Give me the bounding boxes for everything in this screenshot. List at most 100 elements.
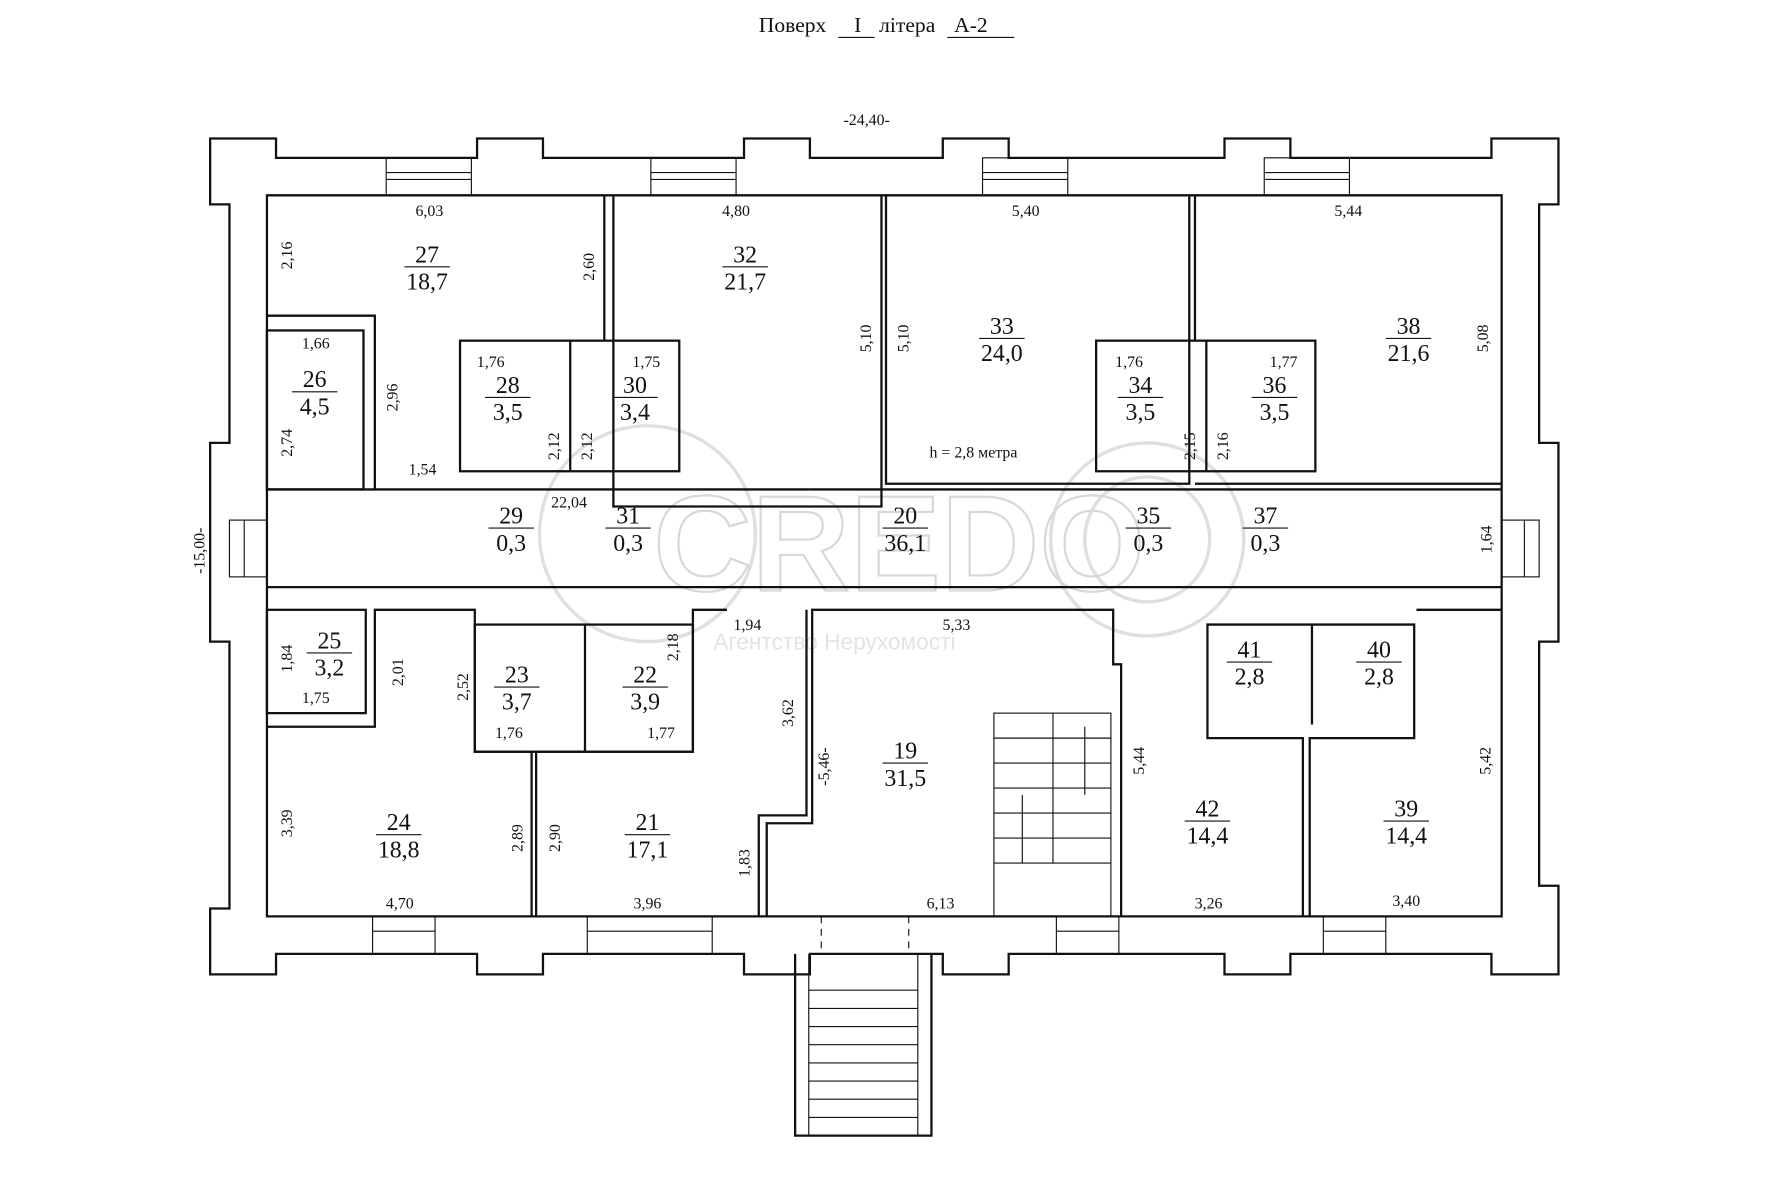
room-area: 3,5 — [493, 400, 523, 426]
room-labels: 2718,73221,73324,03821,6264,5283,5303,43… — [291, 242, 1432, 863]
room-label: 412,8 — [1226, 638, 1273, 691]
room-area: 21,6 — [1388, 341, 1430, 367]
room-number: 19 — [893, 739, 917, 765]
dimension-label: 5,08 — [1475, 324, 1492, 352]
room-area: 2,8 — [1235, 665, 1265, 691]
room-area: 0,3 — [613, 531, 643, 557]
title-mid: літера — [879, 13, 936, 37]
dimension-label: 5,40 — [1012, 203, 1040, 220]
dimension-label: 1,77 — [1270, 354, 1298, 371]
dimension-label: 1,76 — [1115, 354, 1143, 371]
dimension-label: 1,66 — [302, 336, 330, 353]
dimension-label: 5,10 — [896, 324, 913, 352]
dimension-label: 1,64 — [1478, 525, 1495, 553]
dimension-label: 3,96 — [634, 895, 662, 912]
dimension-label: 6,13 — [927, 895, 955, 912]
dimension-label: 2,12 — [546, 432, 563, 460]
room-area: 3,7 — [502, 690, 532, 716]
dimension-label: 5,10 — [858, 324, 875, 352]
overall-width: -24,40- — [844, 112, 890, 129]
dimension-label: 4,70 — [386, 895, 414, 912]
watermark-logo: CREDO Агентство Нерухомості — [537, 424, 1246, 655]
dimension-label: 2,60 — [581, 253, 598, 281]
watermark-tagline: Агентство Нерухомості — [713, 629, 955, 655]
room-number: 40 — [1367, 638, 1391, 664]
dimension-label: 3,26 — [1195, 895, 1223, 912]
room-area: 3,5 — [1126, 400, 1156, 426]
room-area: 0,3 — [1250, 531, 1280, 557]
dimension-label: 22,04 — [551, 495, 587, 512]
room-number: 21 — [636, 810, 660, 836]
room-number: 28 — [496, 373, 520, 399]
room-area: 31,5 — [884, 766, 926, 792]
dimension-label: 1,75 — [632, 354, 660, 371]
room-number: 20 — [893, 504, 917, 530]
room-label: 253,2 — [306, 628, 353, 682]
room-label: 350,3 — [1125, 504, 1172, 557]
dimension-label: 1,84 — [279, 645, 296, 673]
room-area: 17,1 — [627, 837, 669, 863]
room-number: 31 — [616, 504, 640, 530]
room-number: 35 — [1136, 504, 1160, 530]
dimension-label: 2,15 — [1182, 432, 1199, 460]
room-label: 402,8 — [1356, 638, 1402, 691]
room-number: 36 — [1263, 373, 1287, 399]
dimension-label: -5,46- — [816, 747, 833, 785]
room-number: 38 — [1397, 314, 1421, 340]
room-area: 3,4 — [620, 400, 650, 426]
room-number: 34 — [1129, 373, 1153, 399]
room-area: 4,5 — [300, 394, 330, 420]
room-number: 24 — [387, 810, 411, 836]
ceiling-height-note: h = 2,8 метра — [929, 445, 1017, 462]
dimension-label: 6,03 — [415, 203, 443, 220]
dimension-label: 1,77 — [647, 725, 675, 742]
dimension-label: 1,94 — [734, 617, 762, 634]
room-area: 0,3 — [1133, 531, 1163, 557]
dimension-label: 3,40 — [1392, 893, 1420, 910]
dimension-label: 2,18 — [665, 633, 682, 661]
room-label: 343,5 — [1117, 373, 1164, 426]
dimension-label: 2,96 — [385, 383, 402, 411]
room-number: 33 — [990, 314, 1014, 340]
dimension-label: 1,76 — [495, 725, 523, 742]
dimension-label: 5,33 — [943, 617, 971, 634]
room-label: 370,3 — [1242, 504, 1289, 557]
dimension-label: 5,44 — [1334, 203, 1362, 220]
dimension-label: 2,89 — [510, 824, 527, 852]
dimension-label: 1,75 — [302, 690, 330, 707]
room-area: 2,8 — [1364, 665, 1394, 691]
title-prefix: Поверх — [759, 13, 827, 37]
room-area: 3,9 — [630, 690, 660, 716]
room-number: 39 — [1394, 796, 1418, 822]
dimension-label: 1,76 — [477, 354, 505, 371]
room-area: 0,3 — [496, 531, 526, 557]
room-area: 3,2 — [315, 656, 345, 682]
room-number: 27 — [415, 242, 439, 268]
room-number: 29 — [499, 504, 523, 530]
dimension-label: 3,39 — [279, 809, 296, 837]
room-area: 18,7 — [406, 270, 448, 296]
room-number: 26 — [303, 367, 327, 393]
room-number: 25 — [317, 628, 341, 654]
dimension-label: 2,90 — [547, 824, 564, 852]
room-area: 21,7 — [724, 270, 766, 296]
room-label: 283,5 — [485, 373, 531, 426]
room-label: 233,7 — [494, 662, 540, 716]
room-area: 14,4 — [1187, 824, 1229, 850]
room-number: 22 — [633, 662, 657, 688]
room-label: 303,4 — [612, 373, 658, 426]
dimension-label: 2,74 — [279, 429, 296, 457]
dimension-label: 2,01 — [390, 658, 407, 686]
room-area: 3,5 — [1260, 400, 1290, 426]
room-label: 310,3 — [605, 504, 651, 557]
room-number: 42 — [1196, 796, 1220, 822]
